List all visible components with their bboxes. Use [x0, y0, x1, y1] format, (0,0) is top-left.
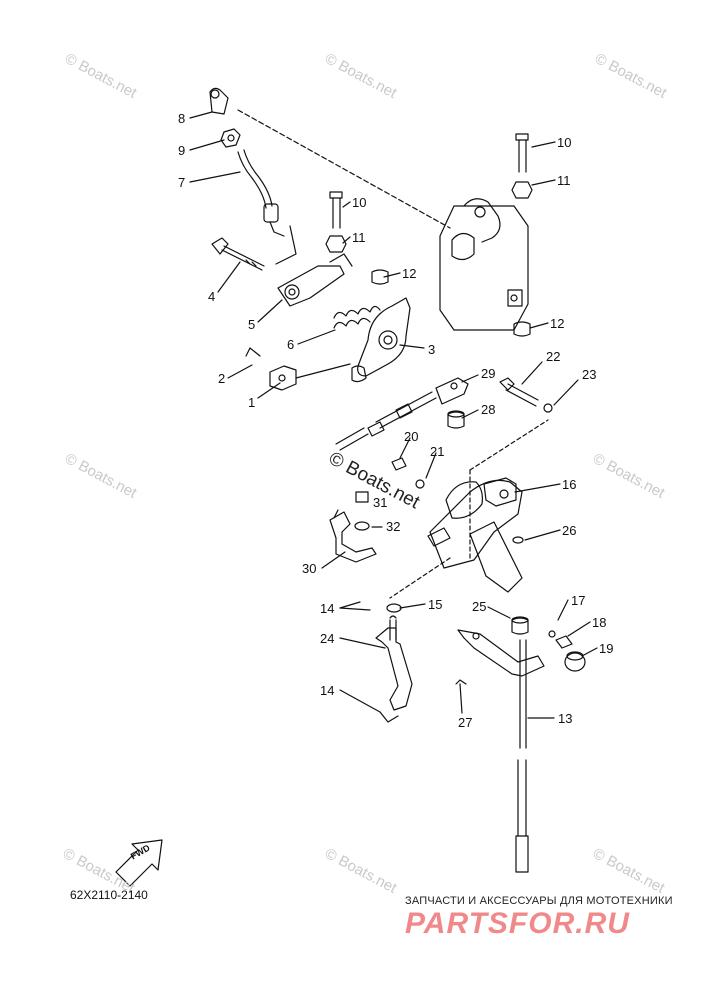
- callout-label: 28: [481, 402, 496, 417]
- callout-label: 6: [287, 337, 295, 352]
- callout-label: 32: [386, 519, 401, 534]
- callout-label: 31: [373, 495, 388, 510]
- callout-label: 9: [178, 143, 186, 158]
- callout-label: 20: [404, 429, 419, 444]
- callout-label: 15: [428, 597, 443, 612]
- callout-label: 5: [248, 317, 256, 332]
- callout-label: 27: [458, 715, 473, 730]
- callout-label: 26: [562, 523, 577, 538]
- callout-label: 14: [320, 601, 335, 616]
- callout-label: 17: [571, 593, 586, 608]
- callout-label: 8: [178, 111, 186, 126]
- brand-logo: PARTSFOR.RU: [405, 907, 630, 940]
- callout-label: 13: [558, 711, 573, 726]
- callout-label: 24: [320, 631, 335, 646]
- brand-tagline: ЗАПЧАСТИ И АКСЕССУАРЫ ДЛЯ МОТОТЕХНИКИ: [405, 895, 673, 907]
- callout-label: 16: [562, 477, 577, 492]
- callout-label: 3: [428, 342, 436, 357]
- callout-label: 4: [208, 289, 216, 304]
- callout-label: 10: [352, 195, 367, 210]
- callout-label: 12: [402, 266, 417, 281]
- callout-label: 25: [472, 599, 487, 614]
- callout-label: 30: [302, 561, 317, 576]
- callout-label: 19: [599, 641, 614, 656]
- diagram-code: 62X2110-2140: [70, 888, 148, 902]
- callout-label: 14: [320, 683, 335, 698]
- callout-label: 11: [352, 230, 366, 245]
- callout-label: 1: [248, 395, 256, 410]
- callout-label: 7: [178, 175, 186, 190]
- callout-label: 2: [218, 371, 226, 386]
- callout-label: 29: [481, 366, 496, 381]
- callout-label: 12: [550, 316, 565, 331]
- callout-label: 10: [557, 135, 572, 150]
- callout-label: 18: [592, 615, 607, 630]
- callout-label: 21: [430, 444, 445, 459]
- callout-label: 22: [546, 349, 561, 364]
- callout-label: 23: [582, 367, 597, 382]
- callout-label: 11: [557, 173, 571, 188]
